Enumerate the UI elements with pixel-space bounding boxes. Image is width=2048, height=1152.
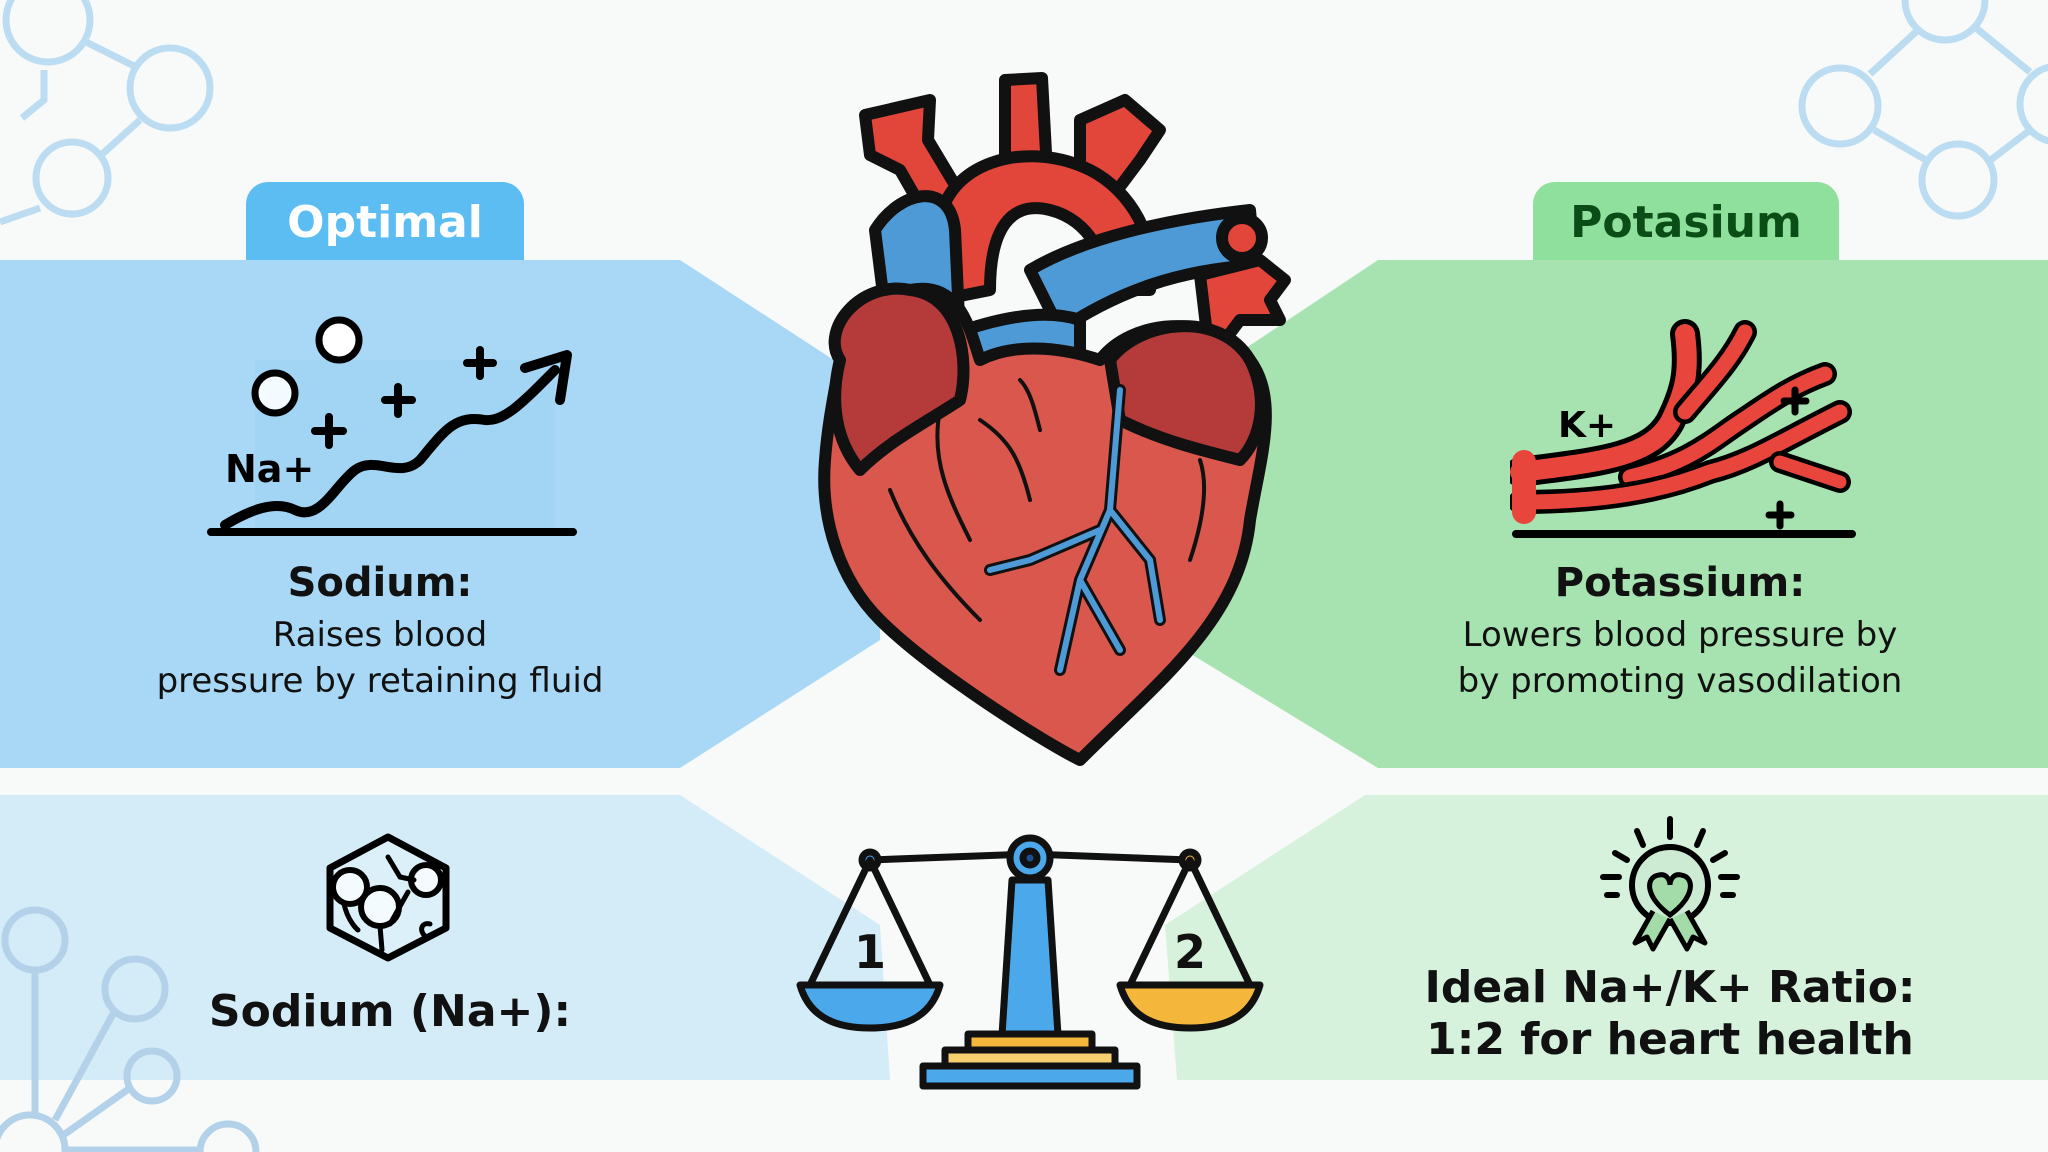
potassium-description-line2: by promoting vasodilation [1457,661,1903,701]
molecule-decoration-top-right [1798,0,2048,220]
sodium-description-line1: Raises blood [272,615,488,655]
potassium-description-line1: Lowers blood pressure by [1462,615,1898,655]
dilating-blood-vessels-icon: K+ [1510,319,1856,538]
potassium-panel [1168,260,2048,768]
salt-crystal-molecule-icon [326,833,450,962]
sodium-rising-graph-icon: Na+ [207,316,577,536]
potassium-icon-label: K+ [1558,405,1616,446]
sodium-icon-label: Na+ [225,447,314,491]
sodium-na-label: Sodium (Na+): [208,986,572,1037]
right-pan-value: 2 [1174,925,1206,979]
ideal-ratio-label-line2: 1:2 for heart health [1426,1014,1914,1065]
balance-scale-icon: 1 2 [796,834,1264,1090]
ideal-ratio-label-line1: Ideal Na+/K+ Ratio: [1424,962,1916,1013]
ratio-info-panel [1165,795,2048,1080]
sodium-title: Sodium: [287,560,473,606]
molecule-decoration-bottom-left [0,906,260,1152]
sodium-info-panel [0,795,890,1080]
optimal-tab: Optimal [246,182,524,262]
heart-ribbon-award-icon [1600,816,1740,952]
potassium-tab: Potasium [1533,182,1839,262]
left-pan-value: 1 [854,925,886,979]
anatomical-heart-icon [818,72,1291,766]
molecule-decoration-top-left [0,0,214,226]
potassium-title: Potassium: [1554,560,1806,606]
sodium-description-line2: pressure by retaining fluid [156,661,604,701]
